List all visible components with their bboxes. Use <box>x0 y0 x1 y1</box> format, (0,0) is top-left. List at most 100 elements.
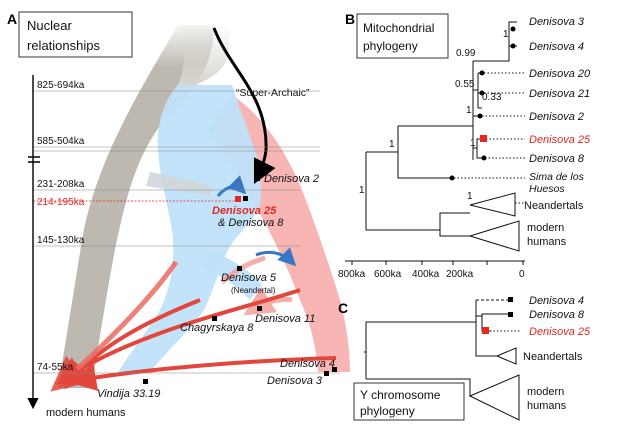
label-denisova11: Denisova 11 <box>255 313 315 325</box>
mt-neandertal-triangle <box>469 192 516 217</box>
label-denisova2: Denisova 2 <box>264 173 319 185</box>
mt-axis-0: 0 <box>519 269 525 280</box>
neandertal-lineage-band <box>118 85 261 372</box>
mt-node-d21 <box>479 90 485 96</box>
archaic-trunk <box>178 25 229 85</box>
y-tip-denisova4: Denisova 4 <box>529 295 584 307</box>
time-label-825: 825-694ka <box>37 80 85 91</box>
red-flow-4 <box>50 260 179 392</box>
panel-a-title-box <box>18 11 133 58</box>
marker-denisova8 <box>243 196 248 201</box>
y-tip-denisova25: Denisova 25 <box>529 326 591 338</box>
mt-tip-sima-line1: Sima de los <box>529 171 585 183</box>
mt-support-7: 1 <box>359 185 365 196</box>
panel-a-letter: A <box>7 11 17 27</box>
time-grid <box>33 90 340 374</box>
y-node-d4 <box>508 297 513 302</box>
mt-support-4: 1 <box>466 105 472 116</box>
mt-tip-denisova3: Denisova 3 <box>529 16 585 28</box>
panel-b: B Mitochondrial phylogeny <box>338 11 591 280</box>
pink-flow-1 <box>243 286 293 316</box>
y-tip-modern-line2: humans <box>527 400 567 412</box>
panel-b-title-box <box>356 13 449 59</box>
time-label-74: 74-55ka <box>37 362 74 373</box>
mt-node-d25 <box>480 135 487 142</box>
mt-tip-denisova4: Denisova 4 <box>529 41 584 53</box>
panel-b-title-line2: phylogeny <box>363 39 418 53</box>
panel-a-title-line1: Nuclear <box>27 18 72 33</box>
panel-c-title-line2: phylogeny <box>360 404 415 418</box>
panel-b-title-line1: Mitochondrial <box>363 21 434 35</box>
mt-tip-denisova25: Denisova 25 <box>529 134 591 146</box>
y-tip-modern-line1: modern <box>527 386 564 398</box>
red-flow-3 <box>68 356 337 392</box>
mt-axis-400: 400ka <box>412 269 440 280</box>
mt-axis-ticks <box>351 261 524 265</box>
mt-tip-denisova21: Denisova 21 <box>529 88 590 100</box>
label-denisova5: Denisova 5 <box>221 272 277 284</box>
mt-human-triangle <box>468 220 520 252</box>
mt-support-3: 0.33 <box>482 92 502 103</box>
y-tip-denisova8: Denisova 8 <box>529 309 585 321</box>
mt-support-6: 1 <box>389 139 395 150</box>
mt-tip-denisova2: Denisova 2 <box>529 111 584 123</box>
panel-c-title-line1: Y chromosome <box>360 388 441 402</box>
mt-tip-modern-line1: modern <box>527 222 564 234</box>
marker-denisova3 <box>324 371 329 376</box>
mt-node-d8 <box>481 155 487 161</box>
red-flow-1 <box>55 288 301 385</box>
y-node-d8 <box>508 312 513 317</box>
mt-support-0: 1 <box>503 29 509 40</box>
marker-denisova5 <box>237 266 242 271</box>
mt-axis-600: 600ka <box>374 269 402 280</box>
mt-tip-denisova8: Denisova 8 <box>529 153 585 165</box>
pink-flow-2 <box>220 255 266 284</box>
mt-tree <box>365 21 517 237</box>
marker-denisova4 <box>332 367 337 372</box>
mt-support-2: 0.55 <box>455 79 475 90</box>
y-human-triangle <box>468 374 520 421</box>
time-label-585: 585-504ka <box>37 136 85 147</box>
time-label-145: 145-130ka <box>37 235 85 246</box>
mt-tip-dots <box>454 72 525 204</box>
blue-flow-1 <box>216 175 247 197</box>
panel-b-letter: B <box>345 11 355 27</box>
panel-a-title-line2: relationships <box>27 38 100 53</box>
y-tree <box>364 310 497 396</box>
human-lineage-band <box>58 25 214 388</box>
panel-c-letter: C <box>338 300 348 316</box>
mt-support-5: 1 <box>470 138 476 149</box>
label-chagyrskaya8: Chagyrskaya 8 <box>180 322 254 334</box>
label-and-denisova8: & Denisova 8 <box>218 217 284 229</box>
time-label-231: 231-208ka <box>37 179 85 190</box>
mt-support-8: 1 <box>467 191 473 202</box>
marker-denisova11 <box>257 306 262 311</box>
label-neandertal-note: (Neandertal) <box>231 286 276 295</box>
marker-vindija <box>143 379 148 384</box>
mt-tip-sima-line2: Huesos <box>529 183 565 195</box>
panel-c-title-box <box>353 382 465 421</box>
mt-node-d3 <box>510 26 516 32</box>
y-tip-neandertals: Neandertals <box>523 351 583 363</box>
super-archaic-label: “Super-Archaic” <box>236 87 310 99</box>
mt-tip-denisova20: Denisova 20 <box>529 68 591 80</box>
label-denisova25: Denisova 25 <box>212 205 277 217</box>
mt-tip-modern-line2: humans <box>527 236 567 248</box>
axis-bottom-label: modern humans <box>46 407 126 419</box>
mt-tip-neandertals: Neandertals <box>524 200 584 212</box>
y-node-d25 <box>482 327 489 334</box>
panel-a: A Nuclear relationships <box>7 11 350 419</box>
mt-axis-800: 800ka <box>338 269 366 280</box>
mt-support-1: 0.99 <box>456 48 476 59</box>
blue-flow-2 <box>255 247 297 267</box>
label-vindija: Vindija 33.19 <box>97 388 160 400</box>
marker-denisova25 <box>235 196 241 202</box>
y-neandertal-triangle <box>495 347 517 365</box>
mt-node-d4 <box>510 43 516 49</box>
mt-node-sima <box>449 175 455 181</box>
time-label-214: 214-195ka <box>37 197 85 208</box>
mt-node-d2 <box>477 113 483 119</box>
label-denisova3: Denisova 3 <box>267 375 323 387</box>
y-branch-denisova8 <box>481 313 509 316</box>
marker-denisova2 <box>255 176 260 181</box>
